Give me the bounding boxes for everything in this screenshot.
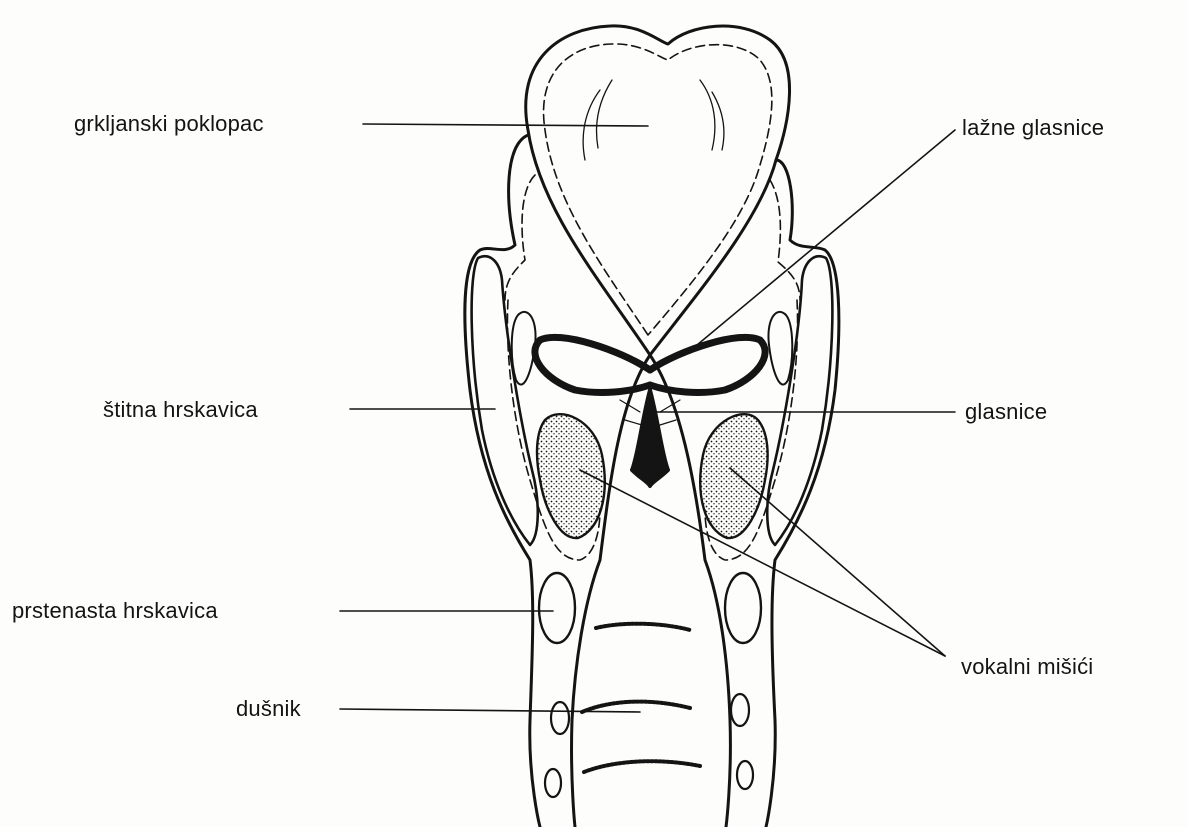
- leader-vocal-muscles-a: [580, 470, 945, 656]
- label-vocal-muscles: vokalni mišići: [961, 656, 1093, 678]
- label-false-vocal-cords: lažne glasnice: [962, 117, 1104, 139]
- label-cricoid-cartilage: prstenasta hrskavica: [12, 600, 218, 622]
- trachea-rings: [582, 624, 700, 772]
- label-epiglottis: grkljanski poklopac: [74, 113, 264, 135]
- right-wall-shape: [650, 160, 839, 827]
- label-vocal-cords: glasnice: [965, 401, 1047, 423]
- epiglottis-shape: [526, 26, 790, 355]
- left-wall-shape: [465, 135, 650, 827]
- leader-epiglottis: [363, 124, 648, 126]
- leader-false-vocal-cords: [685, 130, 955, 355]
- label-trachea: dušnik: [236, 698, 301, 720]
- label-thyroid-cartilage: štitna hrskavica: [103, 399, 258, 421]
